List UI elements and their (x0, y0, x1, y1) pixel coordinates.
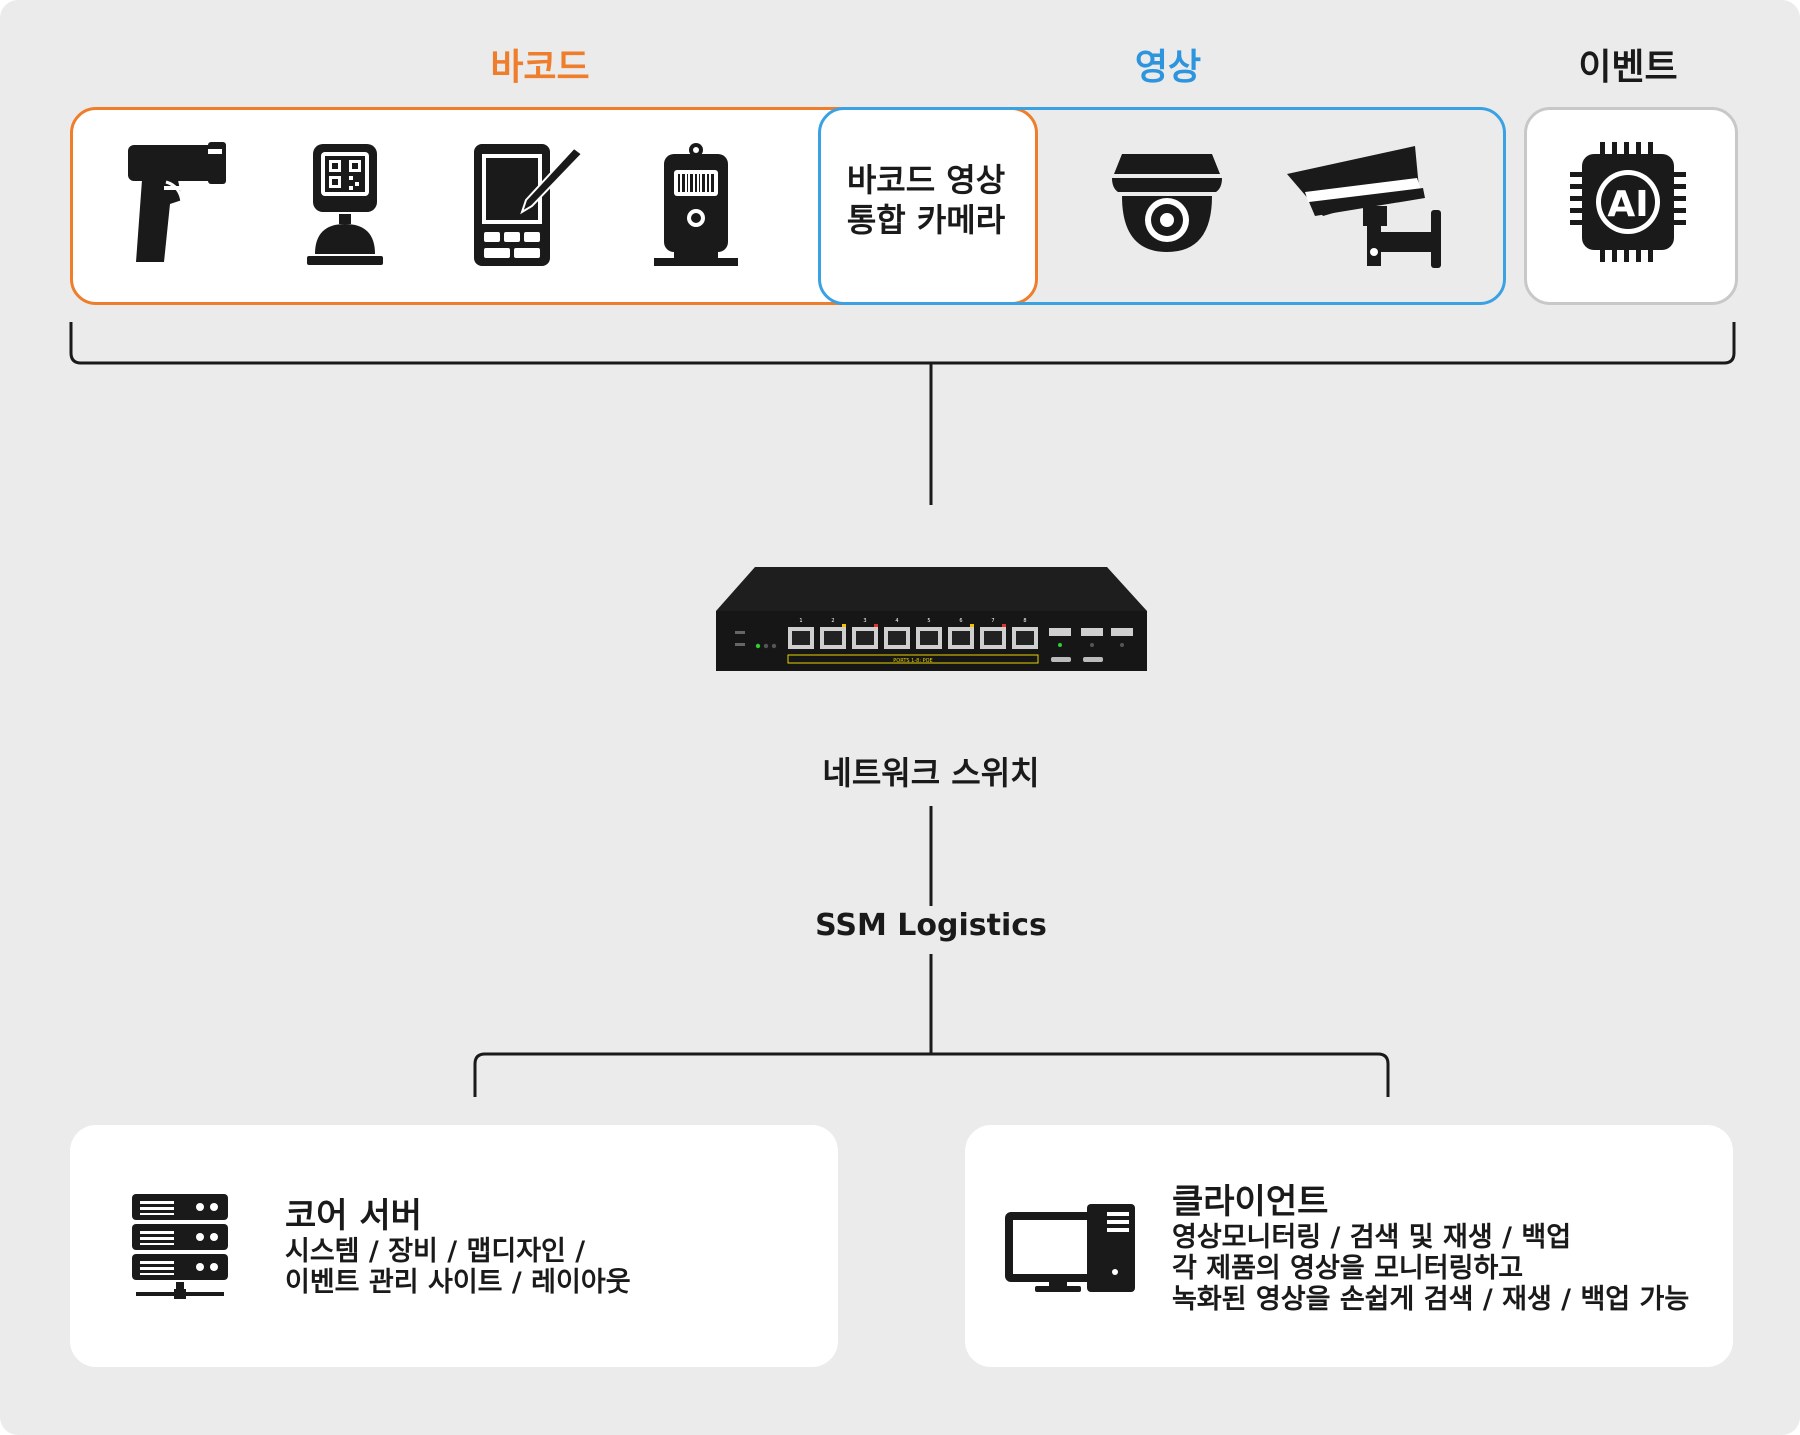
switch-panel-label: PORTS 1-8: POE (893, 658, 932, 664)
ssm-logistics-label: SSM Logistics (815, 908, 1047, 943)
client-desc-line1: 영상모니터링 / 검색 및 재생 / 백업 (1172, 1222, 1572, 1253)
network-switch-icon: 1 2 3 4 5 6 7 8 PORTS 1-8: POE (716, 567, 1147, 671)
ai-chip-icon: AI (1570, 142, 1686, 262)
core-server-title: 코어 서버 (285, 1196, 422, 1236)
switch-port-numbers: 1 2 3 4 5 6 7 8 (799, 618, 1026, 624)
category-title-barcode: 바코드 (490, 47, 590, 88)
core-server-desc-line2: 이벤트 관리 사이트 / 레이아웃 (285, 1267, 631, 1298)
category-title-video: 영상 (1134, 47, 1202, 88)
port-number-1: 1 (799, 618, 802, 624)
network-switch-label: 네트워크 스위치 (822, 754, 1040, 792)
core-server-desc-line1: 시스템 / 장비 / 맵디자인 / (285, 1236, 586, 1267)
port-number-7: 7 (991, 618, 994, 624)
combined-camera-label-line1: 바코드 영상 (846, 161, 1006, 199)
combined-camera-label: 바코드 영상 통합 카메라 (824, 160, 1028, 240)
qr-code-scanner-icon (307, 144, 383, 265)
desktop-computer-icon (1005, 1204, 1135, 1292)
barcode-device-group (70, 107, 1038, 305)
core-server-description: 시스템 / 장비 / 맵디자인 / 이벤트 관리 사이트 / 레이아웃 (285, 1236, 631, 1298)
port-number-8: 8 (1023, 618, 1026, 624)
fixed-barcode-reader-icon (654, 143, 738, 266)
bullet-camera-icon (1287, 146, 1441, 268)
barcode-scanner-icon (128, 142, 226, 262)
switch-ports (788, 624, 1038, 649)
port-number-2: 2 (831, 618, 834, 624)
category-title-event: 이벤트 (1578, 47, 1678, 88)
tablet-stylus-icon (474, 144, 584, 266)
client-description: 영상모니터링 / 검색 및 재생 / 백업 각 제품의 영상을 모니터링하고 녹… (1172, 1222, 1689, 1315)
client-title: 클라이언트 (1172, 1182, 1329, 1222)
port-number-6: 6 (959, 618, 962, 624)
video-device-group (818, 107, 1506, 305)
server-rack-icon (132, 1194, 228, 1299)
port-number-5: 5 (927, 618, 930, 624)
client-desc-line3: 녹화된 영상을 손쉽게 검색 / 재생 / 백업 가능 (1172, 1284, 1690, 1315)
client-desc-line2: 각 제품의 영상을 모니터링하고 (1172, 1253, 1524, 1284)
dome-camera-icon (1112, 154, 1222, 252)
ai-chip-text: AI (1607, 184, 1648, 225)
combined-camera-label-line2: 통합 카메라 (846, 201, 1006, 239)
port-number-3: 3 (863, 618, 866, 624)
port-number-4: 4 (895, 618, 898, 624)
